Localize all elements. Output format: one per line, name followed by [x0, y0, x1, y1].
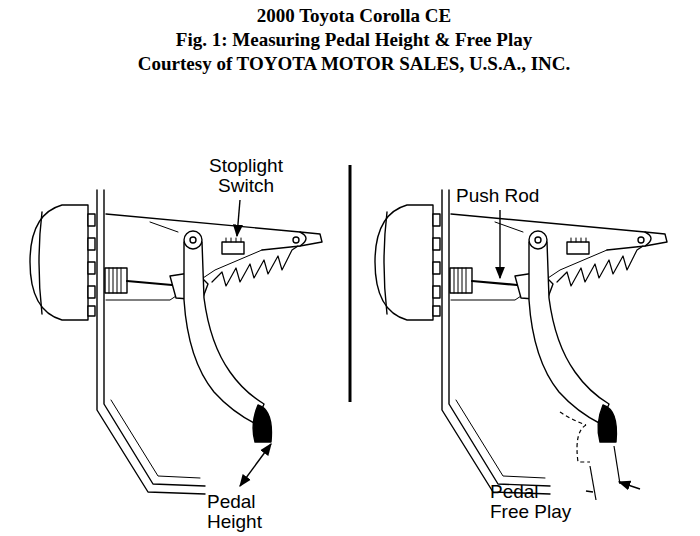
title: 2000 Toyota Corolla CE: [4, 4, 700, 27]
caption: Fig. 1: Measuring Pedal Height & Free Pl…: [4, 28, 700, 51]
extension-line: [590, 466, 596, 500]
dimension-label: Pedal Free Play: [490, 482, 580, 522]
dimension-arrow: [586, 491, 593, 492]
brake-booster: [30, 205, 88, 320]
released-pedal-outline: [577, 425, 590, 462]
firewall: [97, 190, 205, 494]
return-spring: [212, 246, 298, 286]
extension-line: [614, 446, 620, 484]
pedal-pad: [253, 405, 271, 442]
stoplight-switch: [222, 242, 244, 254]
dimension-label: Pedal Height: [207, 492, 277, 532]
leader-line: [237, 200, 240, 236]
courtesy-note: Courtesy of TOYOTA MOTOR SALES, U.S.A., …: [4, 52, 700, 75]
push-rod: [127, 281, 172, 285]
dimension-arrow: [619, 482, 640, 489]
dimension-line: [240, 444, 271, 486]
part-label: Push Rod: [456, 186, 539, 206]
part-label: Stoplight Switch: [196, 156, 296, 196]
leader-line: [499, 210, 500, 278]
divider: [349, 165, 352, 402]
